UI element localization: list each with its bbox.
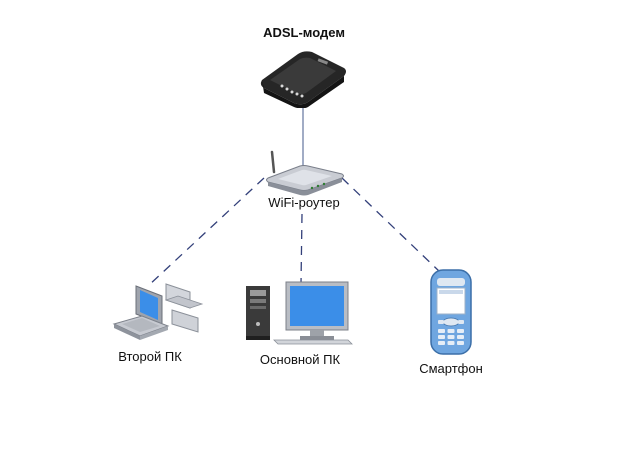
link-router-second-pc	[147, 177, 265, 287]
smartphone-label: Смартфон	[419, 361, 483, 376]
router-label: WiFi-роутер	[268, 195, 340, 210]
desktop-pc-icon	[246, 281, 353, 345]
link-router-smartphone	[341, 177, 441, 273]
laptop-pc-icon	[112, 283, 204, 340]
wifi-router-icon	[266, 150, 344, 196]
link-router-main-pc	[300, 213, 303, 285]
modem-label: ADSL-модем	[263, 25, 345, 40]
main-pc-label: Основной ПК	[259, 352, 341, 367]
adsl-modem-icon	[260, 51, 346, 108]
second-pc-label: Второй ПК	[118, 349, 182, 364]
smartphone-icon	[430, 269, 472, 355]
